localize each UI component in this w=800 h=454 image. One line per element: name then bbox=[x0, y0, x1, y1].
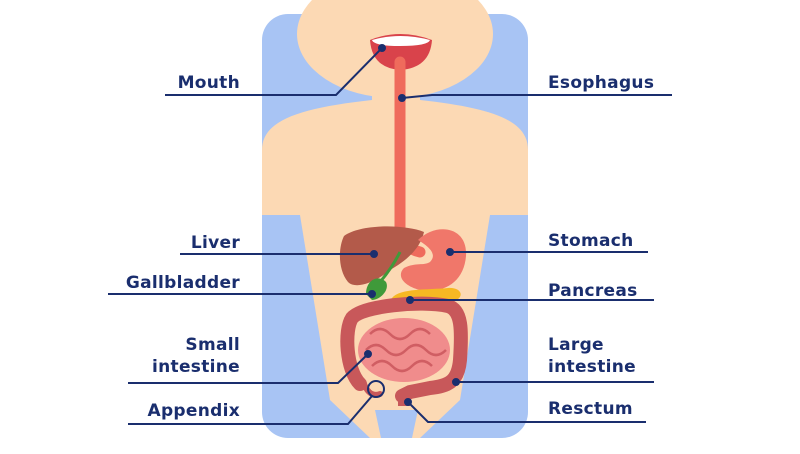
leg-gap bbox=[375, 410, 418, 438]
label-liver: Liver bbox=[190, 233, 240, 253]
label-rectum: Resctum bbox=[548, 399, 633, 419]
label-small-intestine-line2: intestine bbox=[152, 357, 240, 378]
small-intestine-shape bbox=[358, 318, 450, 382]
label-large-intestine-line1: Large bbox=[548, 335, 604, 355]
label-esophagus: Esophagus bbox=[548, 73, 655, 93]
leader-appendix bbox=[128, 395, 373, 425]
label-large-intestine: Large intestine bbox=[548, 334, 636, 378]
label-pancreas: Pancreas bbox=[548, 281, 638, 301]
label-small-intestine: Small intestine bbox=[110, 334, 240, 378]
leader-lines bbox=[108, 44, 672, 425]
leader-esophagus bbox=[401, 94, 672, 99]
leader-small-intestine bbox=[128, 353, 369, 384]
label-small-intestine-line1: Small bbox=[185, 335, 240, 355]
large-intestine-shape bbox=[340, 296, 468, 403]
leader-rectum bbox=[407, 401, 646, 423]
appendix-shape bbox=[361, 381, 383, 398]
mouth-shape bbox=[370, 34, 432, 70]
appendix-highlight-circle bbox=[367, 380, 385, 398]
label-large-intestine-line2: intestine bbox=[548, 357, 636, 378]
leader-mouth bbox=[165, 47, 383, 96]
label-gallbladder: Gallbladder bbox=[125, 273, 240, 293]
label-mouth: Mouth bbox=[177, 73, 240, 93]
label-appendix: Appendix bbox=[147, 401, 240, 421]
label-stomach: Stomach bbox=[548, 231, 634, 251]
stomach-shape bbox=[400, 229, 467, 291]
liver-shape bbox=[339, 226, 424, 286]
